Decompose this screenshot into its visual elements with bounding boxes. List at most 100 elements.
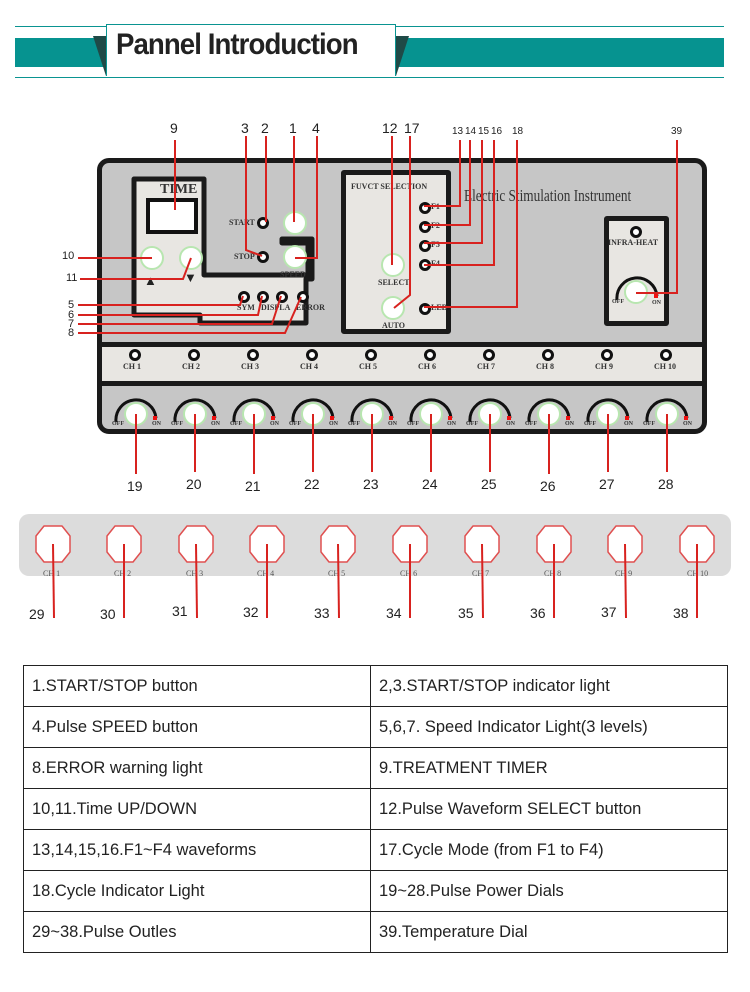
callout-13: 13 xyxy=(452,126,464,137)
display-label: DISPLA xyxy=(261,303,291,312)
callout-37: 37 xyxy=(601,604,617,620)
time-down-button[interactable] xyxy=(179,246,203,270)
dial-9-off-label: OFF xyxy=(584,421,596,427)
dial-6-off-label: OFF xyxy=(407,421,419,427)
dial-7-on-label: ON xyxy=(506,421,515,427)
temp-off-label: OFF xyxy=(612,299,624,305)
dial-9-arc xyxy=(586,398,630,423)
legend-cell: 13,14,15,16.F1~F4 waveforms xyxy=(23,829,371,871)
legend-cell: 29~38.Pulse Outles xyxy=(23,911,371,953)
header-shadow xyxy=(93,36,409,76)
channel-9-light xyxy=(601,349,613,361)
dial-6-arc xyxy=(409,398,453,423)
dial-5-arc xyxy=(350,398,394,423)
callout-28: 28 xyxy=(658,476,674,492)
dial-10-on-label: ON xyxy=(683,421,692,427)
power-dial-2[interactable] xyxy=(183,402,207,426)
infra-heat-label: INFRA-HEAT xyxy=(608,238,659,247)
channel-1-light xyxy=(129,349,141,361)
outlet-3-label: CH 3 xyxy=(186,569,204,578)
callout-2: 2 xyxy=(261,120,269,136)
channel-9-label: CH 9 xyxy=(595,362,613,371)
callout-10: 10 xyxy=(62,250,75,262)
stop-indicator-light xyxy=(257,251,269,263)
dial-10-arc xyxy=(645,398,689,423)
dial-1-off-label: OFF xyxy=(112,421,124,427)
channel-4-light xyxy=(306,349,318,361)
callout-3: 3 xyxy=(241,120,249,136)
callout-21: 21 xyxy=(245,478,261,494)
channel-8-light xyxy=(542,349,554,361)
legend-cell: 1.START/STOP button xyxy=(23,665,371,707)
callout-30: 30 xyxy=(100,606,116,622)
outlet-1-label: CH 1 xyxy=(43,569,61,578)
legend-cell: 19~28.Pulse Power Dials xyxy=(370,870,728,912)
legend-cell: 4.Pulse SPEED button xyxy=(23,706,371,748)
channel-2-light xyxy=(188,349,200,361)
outlet-9-label: CH 9 xyxy=(615,569,633,578)
callout-24: 24 xyxy=(422,476,438,492)
channel-2-label: CH 2 xyxy=(182,362,200,371)
legend-cell: 8.ERROR warning light xyxy=(23,747,371,789)
auto-label: AUTO xyxy=(382,321,405,330)
callout-8: 8 xyxy=(68,327,75,339)
time-label: TIME xyxy=(160,182,198,197)
f3-label: F3 xyxy=(431,240,440,249)
callout-22: 22 xyxy=(304,476,320,492)
channel-1-label: CH 1 xyxy=(123,362,141,371)
outlet-7-label: CH 7 xyxy=(472,569,490,578)
channel-3-light xyxy=(247,349,259,361)
legend-cell: 18.Cycle Indicator Light xyxy=(23,870,371,912)
outlet-3-leader xyxy=(195,543,198,619)
outlet-5-leader xyxy=(337,543,340,619)
callout-4: 4 xyxy=(312,120,320,136)
start-label: START xyxy=(229,218,255,227)
callout-1: 1 xyxy=(289,120,297,136)
callout-26: 26 xyxy=(540,478,556,494)
callout-12: 12 xyxy=(382,120,398,136)
legend-cell: 17.Cycle Mode (from F1 to F4) xyxy=(370,829,728,871)
page-title: Pannel Introduction xyxy=(116,28,359,61)
dial-1-on-label: ON xyxy=(152,421,161,427)
callout-34: 34 xyxy=(386,605,402,621)
callout-23: 23 xyxy=(363,476,379,492)
callout-16: 16 xyxy=(491,126,503,137)
callout-lines xyxy=(52,136,698,619)
channel-4-label: CH 4 xyxy=(300,362,318,371)
dial-5-on-label: ON xyxy=(388,421,397,427)
dial-10-off-label: OFF xyxy=(643,421,655,427)
infra-heat-light xyxy=(630,226,642,238)
channel-6-light xyxy=(424,349,436,361)
callout-27: 27 xyxy=(599,476,615,492)
callout-36: 36 xyxy=(530,605,546,621)
dial-8-arc xyxy=(527,398,571,423)
stop-label: STOP xyxy=(234,252,255,261)
dial-4-arc xyxy=(291,398,335,423)
dial-3-on-label: ON xyxy=(270,421,279,427)
dial-7-arc xyxy=(468,398,512,423)
channel-7-label: CH 7 xyxy=(477,362,495,371)
callout-25: 25 xyxy=(481,476,497,492)
outlet-1-leader xyxy=(52,543,55,619)
legend-cell: 9.TREATMENT TIMER xyxy=(370,747,728,789)
legend-cell: 2,3.START/STOP indicator light xyxy=(370,665,728,707)
timer-display xyxy=(146,198,198,234)
dial-7-off-label: OFF xyxy=(466,421,478,427)
dial-3-arc xyxy=(232,398,276,423)
auto-button[interactable] xyxy=(381,296,405,320)
callout-32: 32 xyxy=(243,604,259,620)
callout-6: 6 xyxy=(68,309,75,321)
temperature-dial-arc xyxy=(615,276,659,301)
select-label: SELECT xyxy=(378,278,410,287)
channel-10-label: CH 10 xyxy=(654,362,676,371)
down-arrow-icon: ▼ xyxy=(184,270,197,285)
legend-cell: 5,6,7. Speed Indicator Light(3 levels) xyxy=(370,706,728,748)
outlet-4-label: CH 4 xyxy=(257,569,275,578)
